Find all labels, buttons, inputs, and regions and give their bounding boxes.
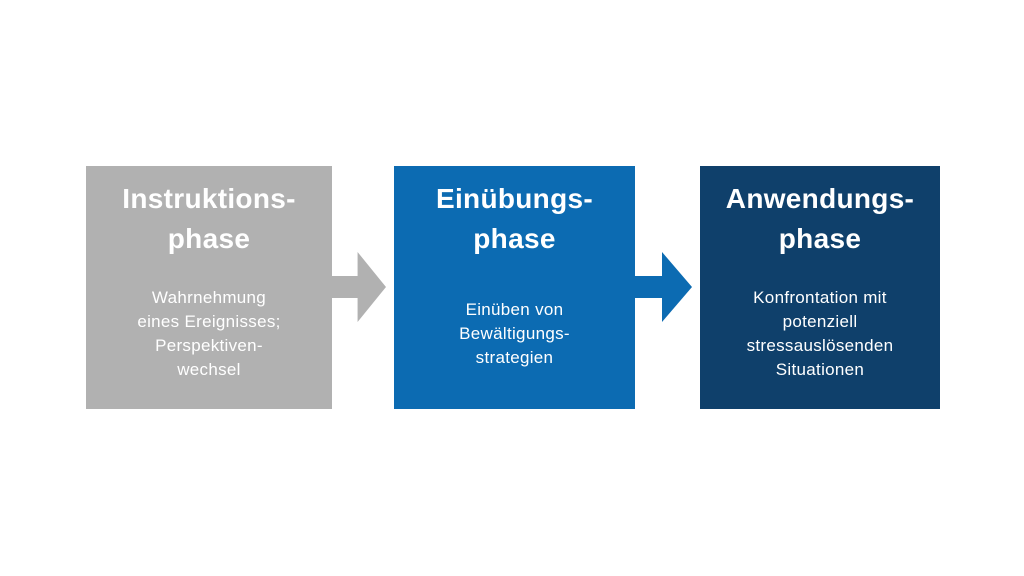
- phase-box-einuebungsphase: Einübungs- phase Einüben von Bewältigung…: [394, 166, 635, 409]
- phase-box-anwendungsphase: Anwendungs- phase Konfrontation mit pote…: [700, 166, 940, 409]
- phase-body-wrap: Einüben von Bewältigungs- strategien: [394, 259, 635, 409]
- arrow-right-shape: [332, 252, 386, 322]
- phase-body-wrap: Wahrnehmung eines Ereignisses; Perspekti…: [86, 259, 332, 409]
- phase-title: Instruktions- phase: [122, 183, 296, 254]
- phase-box-instruktionsphase: Instruktions- phase Wahrnehmung eines Er…: [86, 166, 332, 409]
- phase-description: Wahrnehmung eines Ereignisses; Perspekti…: [137, 288, 281, 379]
- phase-description: Konfrontation mit potenziell stressauslö…: [746, 288, 894, 379]
- arrow-right-icon: [635, 252, 692, 322]
- phase-title: Einübungs- phase: [436, 183, 593, 254]
- arrow-right-icon: [332, 252, 386, 322]
- phase-description: Einüben von Bewältigungs- strategien: [459, 300, 570, 367]
- phase-body-wrap: Konfrontation mit potenziell stressauslö…: [700, 259, 940, 409]
- phase-title: Anwendungs- phase: [725, 183, 915, 254]
- arrow-right-shape: [635, 252, 692, 322]
